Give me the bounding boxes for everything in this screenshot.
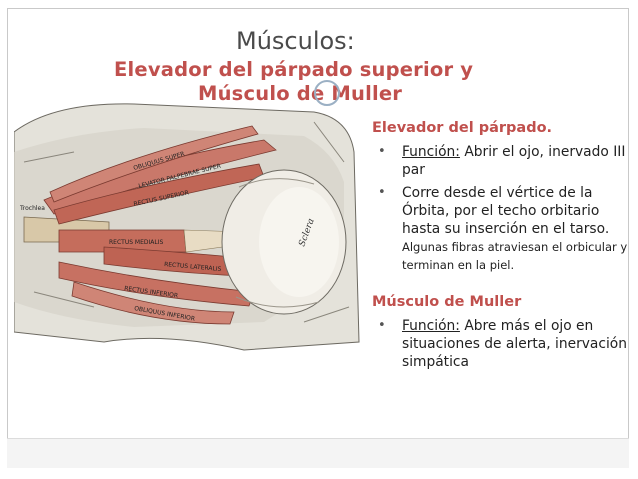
label-rectus-lateralis: RECTUS LATERALIS bbox=[164, 261, 222, 273]
slide-title-line-2: Músculo de Muller bbox=[198, 82, 403, 105]
superior-oblique-muscle bbox=[49, 125, 259, 203]
decorative-circle bbox=[314, 80, 340, 106]
function-text: Abrir el ojo, inervado III par bbox=[402, 144, 626, 178]
eye-muscles-illustration: OBLIQUUS SUPER LEVATOR PALPEBRAE SUPER R… bbox=[14, 103, 360, 351]
bullet-icon: • bbox=[378, 144, 386, 159]
section-muller-title: Músculo de Muller bbox=[372, 294, 522, 310]
list-item: • Corre desde el vértice de la Órbita, p… bbox=[372, 184, 636, 274]
list-item: • Función: Abrir el ojo, inervado III pa… bbox=[372, 143, 636, 179]
bullet-icon: • bbox=[378, 185, 386, 200]
slide-title-line-1: Elevador del párpado superior y bbox=[114, 58, 474, 81]
slide-heading: Músculos: bbox=[236, 27, 355, 55]
course-note: Algunas fibras atraviesan el orbicular y… bbox=[402, 240, 628, 272]
inferior-oblique-muscle bbox=[71, 281, 235, 325]
slide-footer-band bbox=[7, 438, 629, 468]
function-label: Función: bbox=[402, 318, 460, 334]
function-label: Función: bbox=[402, 144, 460, 160]
label-rectus-medialis: RECTUS MEDIALIS bbox=[109, 239, 163, 246]
bullet-icon: • bbox=[378, 318, 386, 333]
function-text: Abre más el ojo en situaciones de alerta… bbox=[402, 318, 627, 370]
label-trochlea: Trochlea bbox=[19, 205, 45, 212]
text-panel: Elevador del párpado. • Función: Abrir e… bbox=[372, 118, 636, 371]
course-text: Corre desde el vértice de la Órbita, por… bbox=[402, 185, 610, 237]
section-levator-title: Elevador del párpado. bbox=[372, 120, 553, 136]
list-item: • Función: Abre más el ojo en situacione… bbox=[372, 317, 636, 371]
